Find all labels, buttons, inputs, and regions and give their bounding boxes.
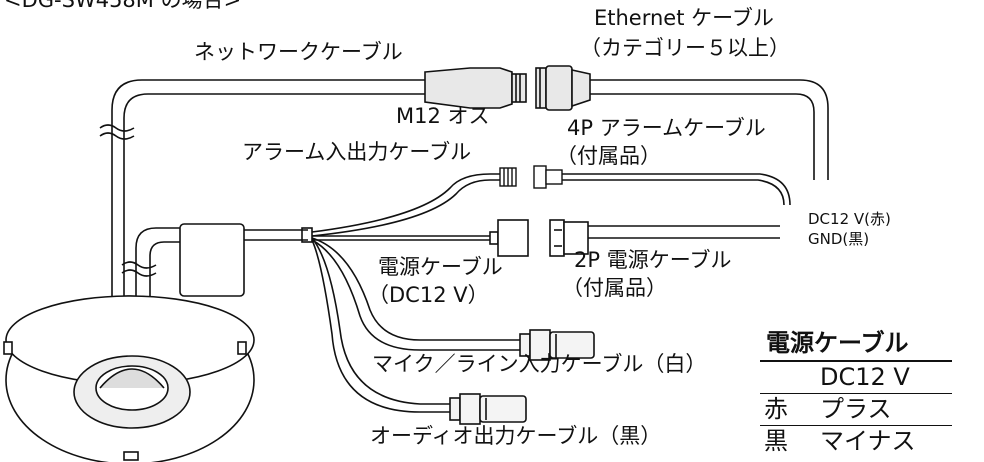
alarm-4p-cable bbox=[562, 173, 791, 206]
alarm-io-cable bbox=[311, 173, 500, 233]
power-2p-label-2: （付属品） bbox=[562, 276, 667, 300]
camera-illustration bbox=[3, 295, 255, 462]
power-2p-label-1: 2P 電源ケーブル bbox=[574, 248, 732, 272]
m12-connector bbox=[424, 67, 527, 109]
m12-label: M12 オス bbox=[396, 104, 490, 128]
legend-title: 電源ケーブル bbox=[760, 328, 952, 362]
power-connector bbox=[489, 219, 529, 257]
legend-row: 黒 マイナス bbox=[760, 426, 952, 457]
power-cable-legend: 電源ケーブル DC12 V 赤 プラス 黒 マイナス bbox=[760, 328, 952, 457]
legend-color: 黒 bbox=[764, 427, 788, 455]
gnd-black-label: GND(黒) bbox=[808, 230, 870, 248]
audio-out-cable bbox=[311, 237, 450, 405]
ethernet-label-2: （カテゴリー５以上） bbox=[580, 36, 790, 60]
legend-meaning: マイナス bbox=[820, 427, 916, 455]
power-2p-connector bbox=[549, 219, 589, 257]
legend-meaning: プラス bbox=[820, 395, 892, 423]
legend-color: 赤 bbox=[764, 395, 788, 423]
audio-out-label: オーディオ出力ケーブル（黒） bbox=[370, 424, 662, 448]
alarm-4p-connector bbox=[533, 165, 547, 189]
mic-connector bbox=[519, 329, 595, 361]
audio-out-connector bbox=[449, 393, 527, 425]
mic-label: マイク／ライン入力ケーブル（白） bbox=[372, 352, 707, 376]
ethernet-cable bbox=[590, 79, 829, 180]
cable-box bbox=[179, 223, 245, 297]
header-fragment: <DG-SW458M の場合> bbox=[4, 0, 242, 12]
legend-header-row: DC12 V bbox=[760, 362, 952, 394]
mic-cable bbox=[311, 237, 520, 341]
alarm-4p-label-1: 4P アラームケーブル bbox=[567, 116, 766, 140]
power-label-2: （DC12 V） bbox=[368, 283, 489, 307]
ethernet-label-1: Ethernet ケーブル bbox=[594, 6, 774, 30]
network-cable bbox=[111, 79, 425, 300]
power-label-1: 電源ケーブル bbox=[378, 255, 503, 279]
alarm-4p-label-2: （付属品） bbox=[556, 144, 661, 168]
ethernet-connector bbox=[535, 65, 591, 111]
legend-row: 赤 プラス bbox=[760, 394, 952, 426]
alarm-io-label: アラーム入出力ケーブル bbox=[242, 140, 472, 164]
dc12-red-label: DC12 V(赤) bbox=[808, 210, 891, 228]
legend-header: DC12 V bbox=[820, 363, 910, 391]
network-cable-label: ネットワークケーブル bbox=[194, 40, 403, 64]
